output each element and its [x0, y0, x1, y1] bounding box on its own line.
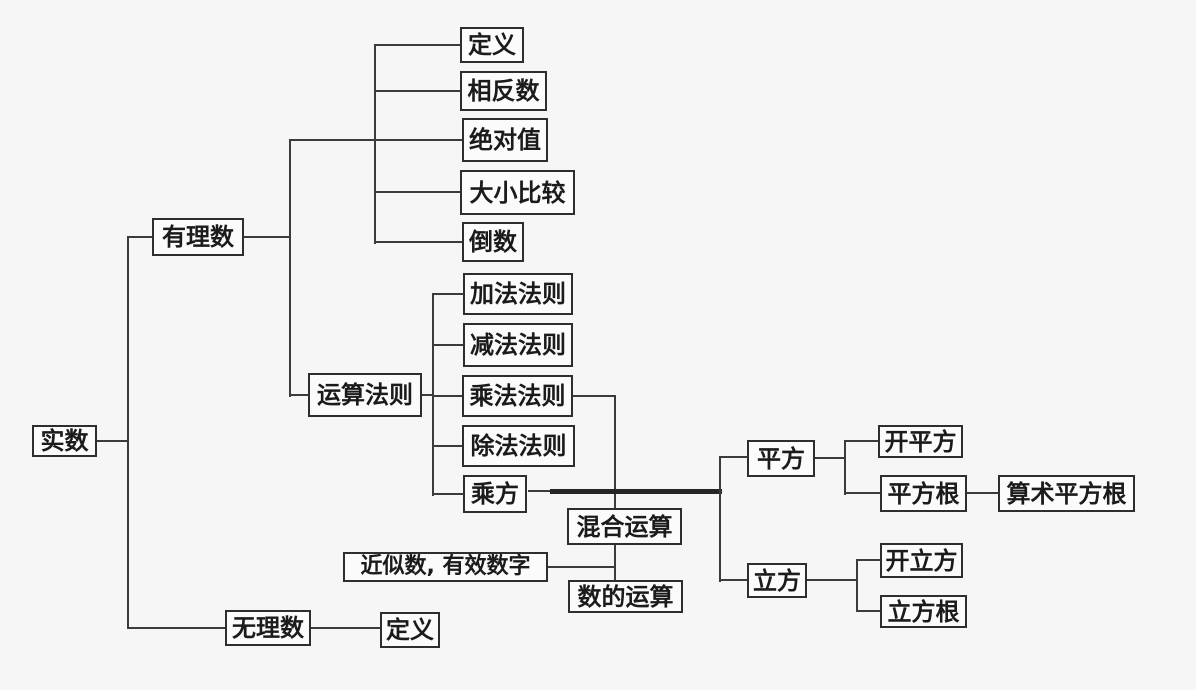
edge-segment	[311, 627, 380, 629]
edge-segment	[856, 559, 858, 612]
node-operation-rules: 运算法则	[308, 373, 422, 417]
edge-segment	[719, 456, 721, 582]
node-power: 乘方	[463, 475, 527, 513]
node-real-numbers: 实数	[32, 425, 97, 457]
edge-segment	[614, 395, 616, 508]
node-number-operations: 数的运算	[568, 580, 683, 613]
edge-segment	[614, 545, 616, 580]
edge-segment	[290, 394, 308, 396]
edge-power-thick	[550, 489, 722, 494]
edge-segment	[845, 492, 880, 494]
edge-segment	[528, 490, 553, 492]
node-absolute-value: 绝对值	[462, 118, 548, 162]
node-square: 平方	[747, 440, 815, 477]
edge-segment	[375, 44, 460, 46]
edge-segment	[97, 440, 128, 442]
edge-segment	[720, 579, 747, 581]
edge-segment	[844, 440, 846, 495]
node-opposite-number: 相反数	[460, 71, 547, 111]
node-extract-square-root: 开平方	[878, 425, 963, 458]
edge-segment	[433, 395, 462, 397]
node-multiplication-rule: 乘法法则	[462, 375, 573, 417]
edge-segment	[375, 90, 460, 92]
edge-segment	[807, 579, 857, 581]
node-definition-rational: 定义	[460, 27, 524, 63]
edge-segment	[967, 492, 998, 494]
node-arithmetic-square-root: 算术平方根	[998, 475, 1135, 512]
node-division-rule: 除法法则	[462, 425, 575, 467]
edge-segment	[375, 191, 460, 193]
edge-trunk-vertical	[127, 236, 129, 629]
edge-segment	[720, 456, 747, 458]
edge-segment	[432, 293, 434, 496]
edge-segment	[433, 445, 462, 447]
node-reciprocal: 倒数	[462, 222, 524, 262]
edge-segment	[244, 236, 290, 238]
node-cube: 立方	[747, 563, 807, 598]
edge-segment	[845, 440, 878, 442]
edge-segment	[433, 344, 463, 346]
edge-segment	[548, 566, 614, 568]
node-addition-rule: 加法法则	[463, 273, 573, 315]
edge-segment	[128, 627, 225, 629]
edge-segment	[857, 610, 880, 612]
node-subtraction-rule: 减法法则	[463, 323, 573, 367]
node-irrational-numbers: 无理数	[225, 610, 311, 646]
edge-segment	[433, 293, 463, 295]
edge-segment	[433, 493, 463, 495]
node-approx-significant-digits: 近似数, 有效数字	[343, 552, 548, 582]
node-definition-irrational: 定义	[380, 612, 440, 648]
node-size-comparison: 大小比较	[460, 170, 575, 215]
node-rational-numbers: 有理数	[152, 218, 244, 256]
edge-segment	[573, 395, 615, 397]
edge-segment	[289, 139, 291, 397]
node-cube-root: 立方根	[880, 595, 967, 628]
node-mixed-operations: 混合运算	[567, 508, 682, 545]
node-extract-cube-root: 开立方	[880, 543, 963, 578]
edge-segment	[290, 139, 462, 141]
edge-segment	[374, 44, 376, 244]
edge-segment	[422, 394, 433, 396]
edge-segment	[375, 241, 462, 243]
node-square-root: 平方根	[880, 475, 967, 512]
edge-segment	[815, 457, 845, 459]
edge-segment	[857, 559, 880, 561]
edge-segment	[128, 236, 152, 238]
